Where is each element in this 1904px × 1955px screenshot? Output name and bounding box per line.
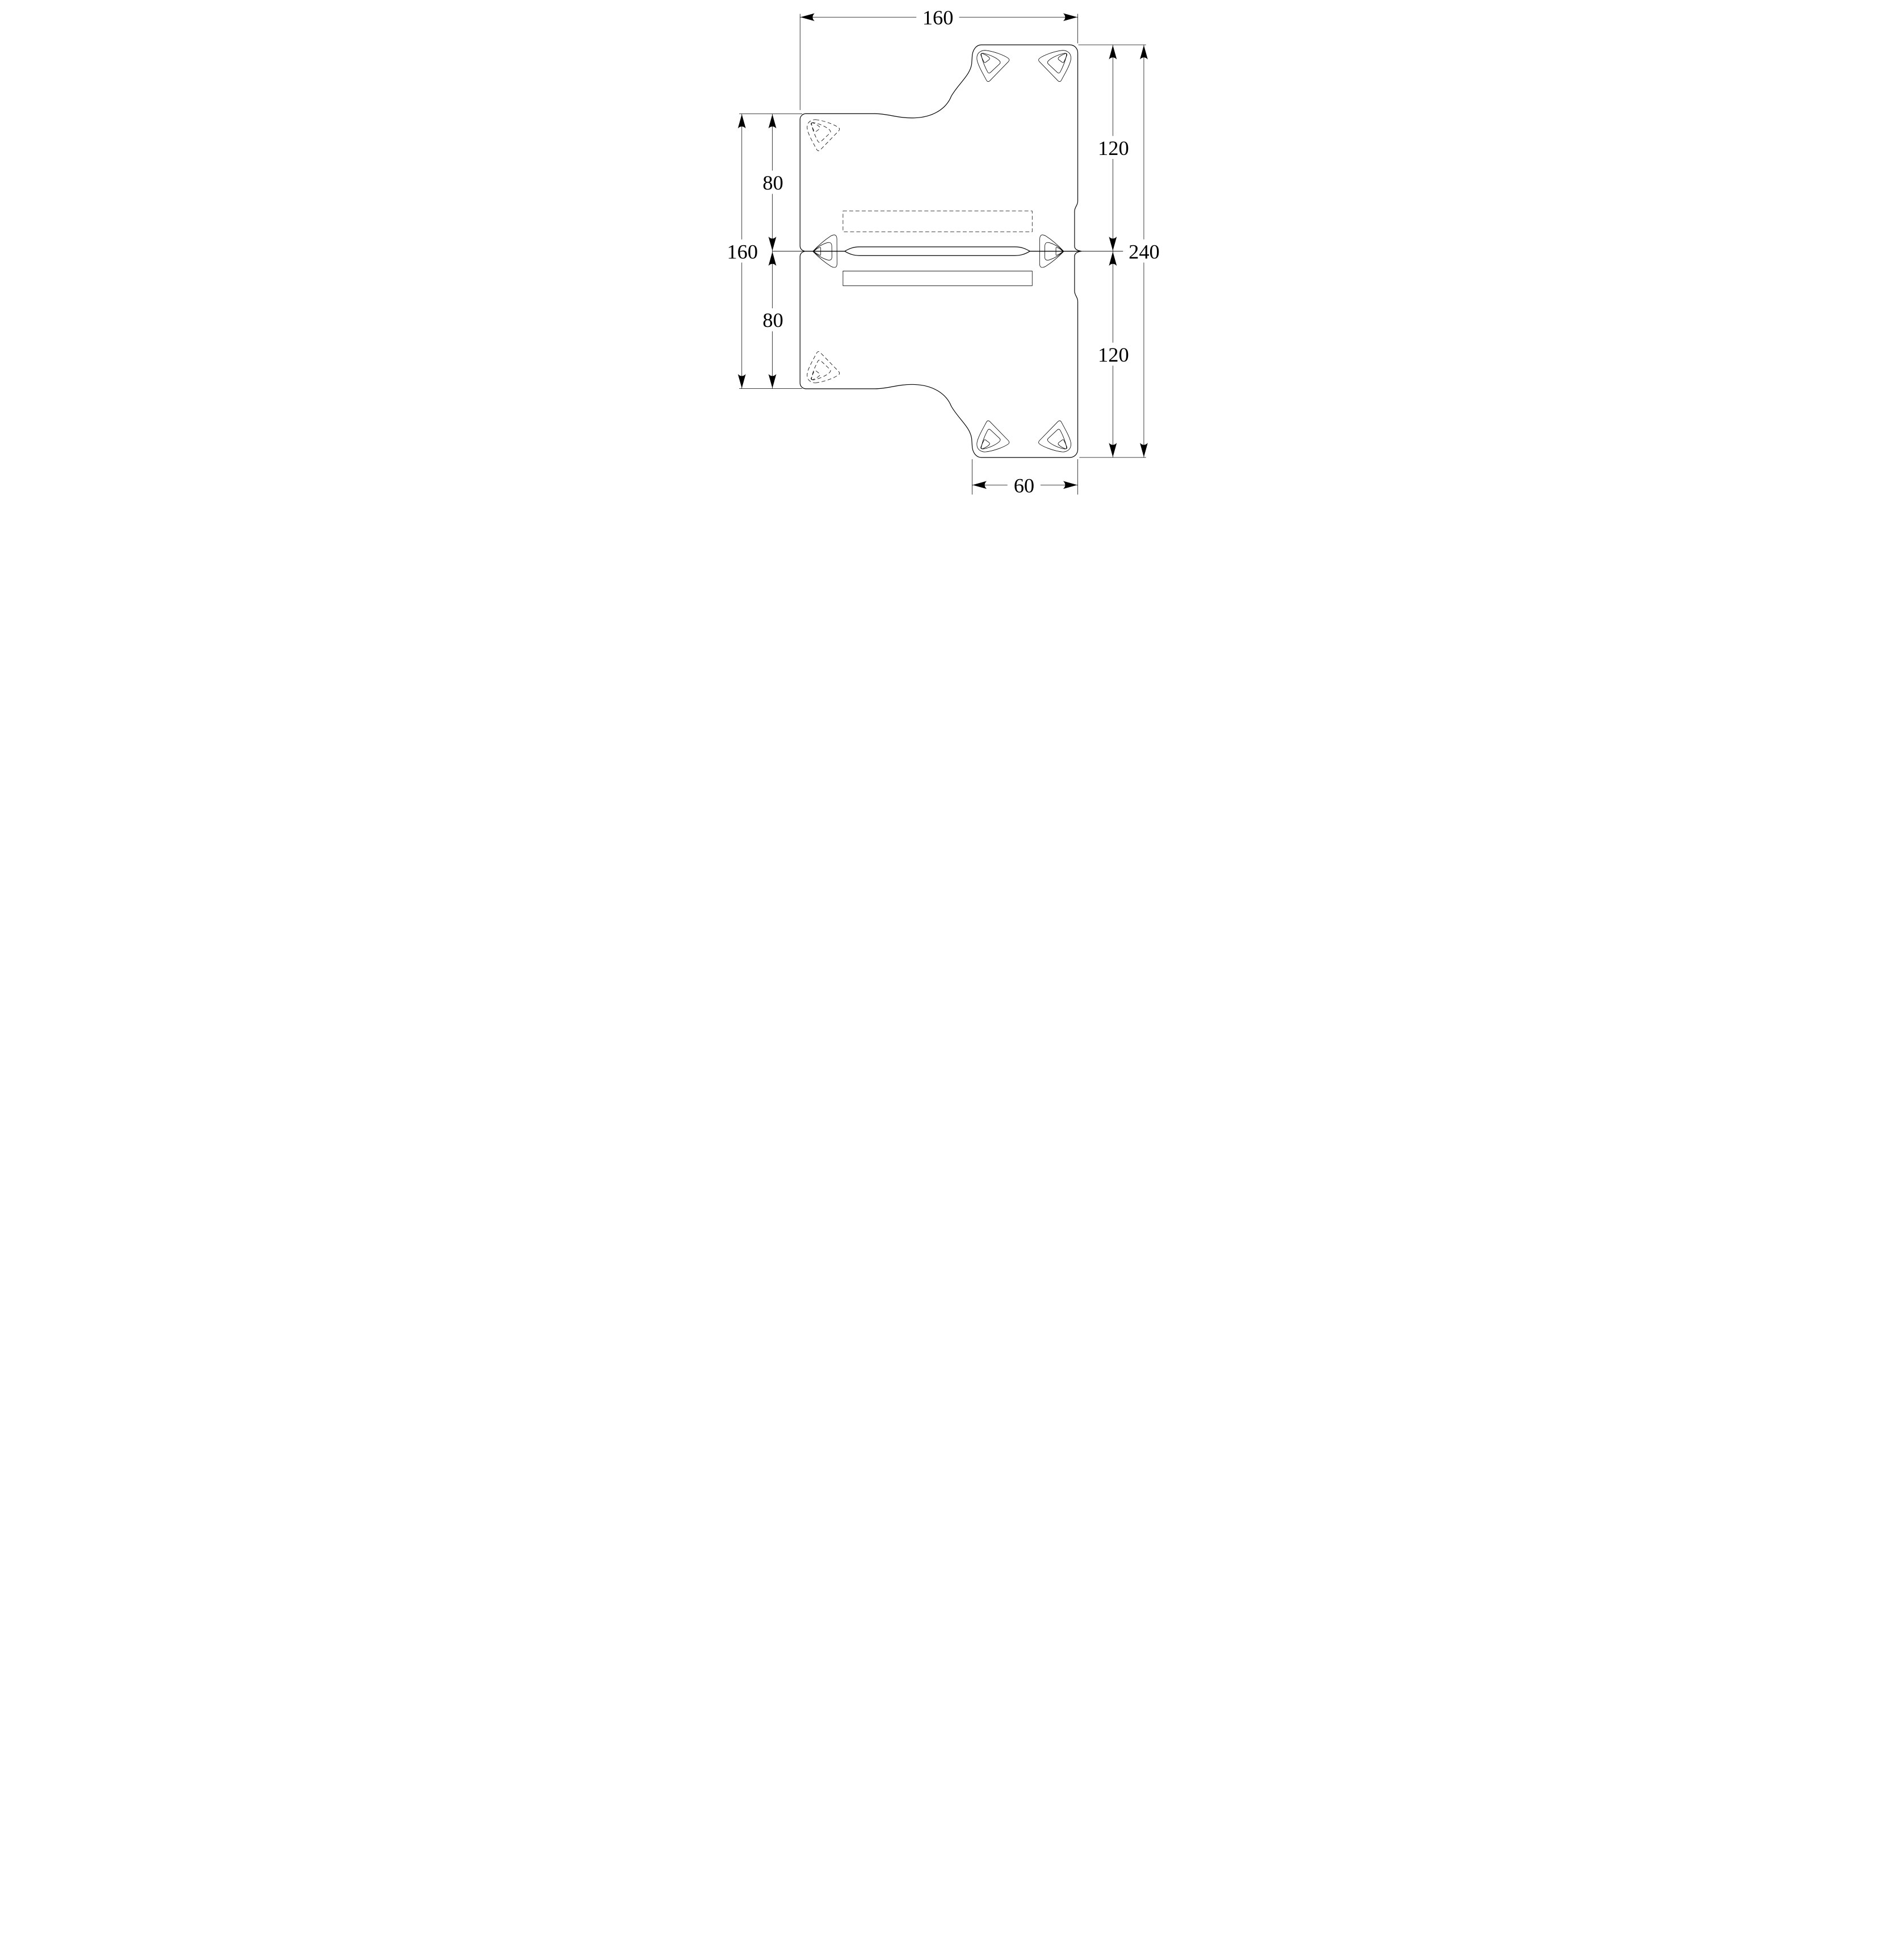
hidden-foot-lower-wing (807, 351, 840, 383)
arrowhead (1063, 13, 1077, 22)
clamp-pad-right-inner (1055, 247, 1063, 256)
arrowhead (1109, 443, 1117, 458)
arrowhead (737, 374, 746, 388)
hidden-foot-upper-wing (807, 119, 840, 152)
hinge-slit (844, 246, 1031, 256)
part-outline (799, 44, 1082, 458)
label-bg (917, 5, 959, 29)
label-bg (758, 171, 787, 194)
label-bg (1093, 137, 1133, 159)
clamp-pad-left (812, 234, 837, 268)
label-bg (1093, 343, 1133, 366)
hidden-foot-middle (811, 359, 831, 380)
arrowhead (768, 251, 777, 266)
foot-middle (1047, 53, 1067, 74)
arrowhead (768, 374, 777, 388)
foot-outer (976, 420, 1010, 452)
label-bg (758, 309, 787, 331)
arrowhead (800, 13, 815, 22)
foot-top-left (976, 50, 1010, 82)
dimension-lines (741, 16, 1144, 485)
arrowhead (1109, 45, 1117, 60)
foot-top-right (1038, 50, 1071, 82)
recess-slot (842, 271, 1033, 286)
dim-label-bottom-width: 60 (1014, 474, 1034, 497)
foot-inner (980, 439, 990, 450)
technical-drawing: 160 160 80 80 120 120 240 60 (727, 5, 1164, 497)
dim-label-left-total: 160 (727, 240, 758, 263)
foot-outer (1038, 50, 1071, 82)
foot-bottom-right (1038, 420, 1071, 452)
arrowhead (1109, 251, 1117, 266)
arrowhead (737, 114, 746, 129)
foot-middle (981, 429, 1001, 450)
hidden-slot (842, 211, 1033, 232)
dim-label-right-total: 240 (1129, 240, 1160, 263)
drawing-container: 160 160 80 80 120 120 240 60 (708, 0, 1196, 501)
page: 160 160 80 80 120 120 240 60 (0, 0, 1904, 501)
dimension-labels: 160 160 80 80 120 120 240 60 (727, 5, 1164, 497)
foot-bottom-left (976, 420, 1010, 452)
dim-label-right-lower: 120 (1098, 343, 1129, 366)
label-bg (1008, 474, 1041, 496)
dim-label-left-lower: 80 (762, 309, 783, 332)
hidden-foot-middle (811, 122, 831, 143)
dim-label-top-width: 160 (922, 6, 954, 29)
hidden-foot-inner (811, 122, 820, 132)
arrowhead (972, 481, 987, 489)
clamp-pad-right (1039, 234, 1064, 268)
foot-middle (1047, 429, 1067, 450)
clamp-pad-right-middle (1044, 242, 1064, 261)
clamp-pad-right-outer (1039, 234, 1064, 268)
dim-label-left-upper: 80 (762, 171, 783, 194)
hidden-foot-outer (807, 119, 840, 152)
clamp-pad-left-outer (812, 234, 837, 268)
foot-inner (1058, 439, 1067, 450)
arrowhead (1140, 443, 1148, 458)
label-bg (727, 240, 758, 263)
label-bg (1124, 240, 1164, 263)
hidden-foot-inner (811, 370, 820, 380)
arrowhead (1063, 481, 1077, 489)
foot-outer (1038, 420, 1071, 452)
arrowhead (768, 114, 777, 129)
clamp-pad-left-inner (813, 247, 821, 256)
dimension-arrowheads (737, 13, 1148, 489)
dim-label-right-upper: 120 (1098, 137, 1129, 160)
clamp-pad-left-middle (813, 242, 832, 261)
foot-inner (1058, 53, 1067, 63)
hidden-foot-outer (807, 351, 840, 383)
foot-outer (976, 50, 1010, 82)
arrowhead (768, 236, 777, 251)
extension-lines (739, 14, 1146, 495)
arrowhead (1109, 236, 1117, 251)
foot-middle (981, 53, 1001, 74)
foot-inner (980, 53, 990, 63)
arrowhead (1140, 45, 1148, 60)
